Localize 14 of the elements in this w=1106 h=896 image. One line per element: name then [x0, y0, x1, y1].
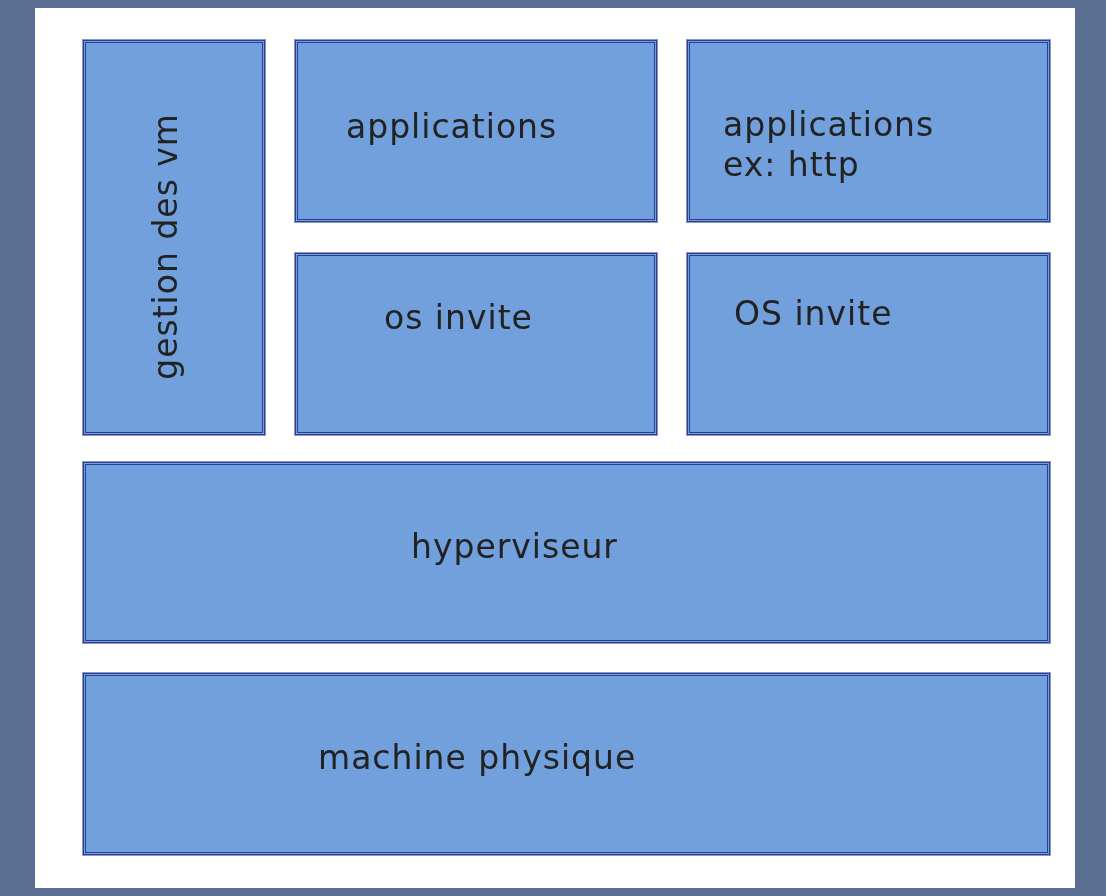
layer-label: applications — [346, 107, 559, 147]
layer-label: hyperviseur — [411, 527, 618, 567]
layer-label: applications ex: http — [723, 105, 936, 185]
layer-label: gestion des vm — [146, 113, 186, 380]
guest-os-box — [295, 253, 657, 435]
layer-label: os invite — [384, 298, 534, 338]
guest-os-box — [687, 253, 1050, 435]
hypervisor-box — [83, 462, 1050, 643]
physical-machine-box — [83, 673, 1050, 855]
application-box — [687, 40, 1050, 222]
layer-label: machine physique — [318, 738, 637, 778]
vm-management-box — [83, 40, 265, 435]
application-box — [295, 40, 657, 222]
layer-label: OS invite — [734, 294, 894, 334]
